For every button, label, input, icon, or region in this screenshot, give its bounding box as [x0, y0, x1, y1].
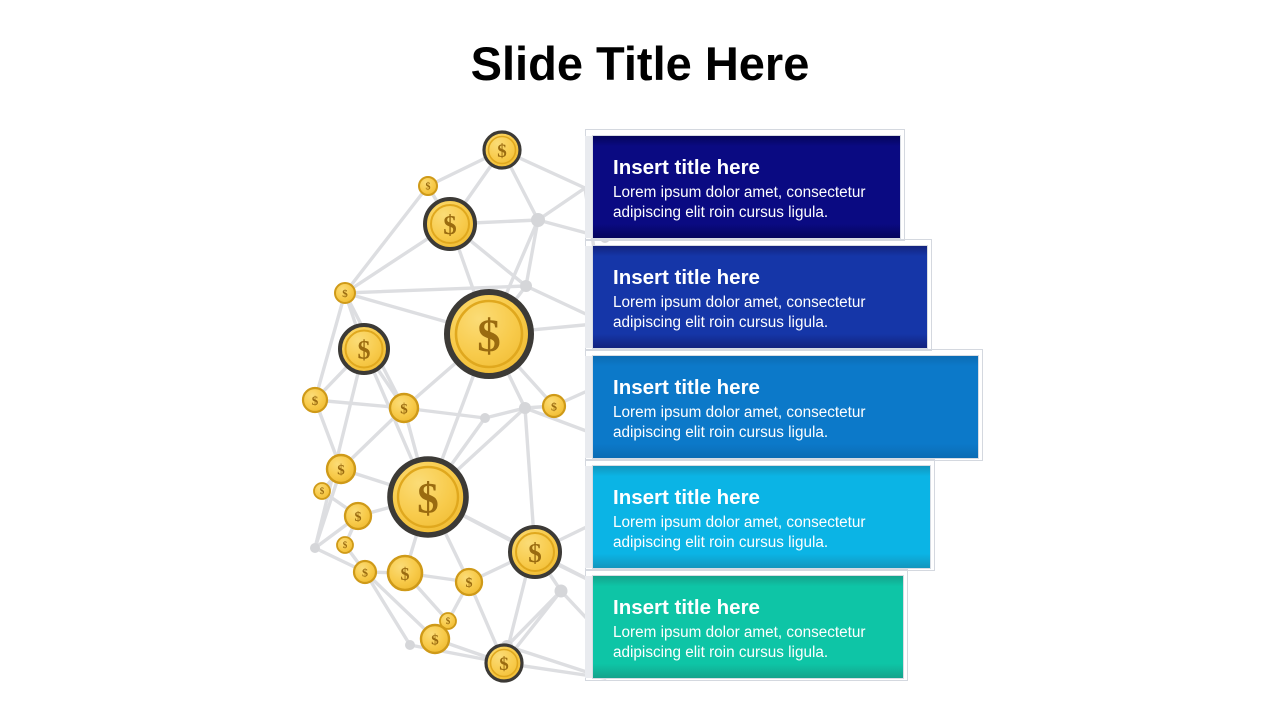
- svg-text:$: $: [343, 540, 348, 550]
- panel-body-2: Lorem ipsum dolor amet, consectetur adip…: [613, 293, 866, 331]
- coin-group: $ $ $ $ $ $ $ $ $ $ $ $ $ $ $: [301, 130, 567, 683]
- svg-text:$: $: [443, 210, 457, 240]
- svg-text:$: $: [358, 336, 371, 365]
- panel-title-3: Insert title here: [613, 376, 760, 399]
- svg-text:$: $: [499, 654, 509, 675]
- panel-title-4: Insert title here: [613, 486, 760, 509]
- svg-text:$: $: [466, 576, 473, 591]
- panel-body-5: Lorem ipsum dolor amet, consectetur adip…: [613, 623, 866, 661]
- svg-text:$: $: [431, 633, 439, 649]
- svg-text:$: $: [362, 565, 368, 579]
- panel-body-3: Lorem ipsum dolor amet, consectetur adip…: [613, 403, 866, 441]
- svg-text:$: $: [342, 288, 348, 300]
- panel-title-2: Insert title here: [613, 266, 760, 289]
- panel-shadow-strip-2: [585, 246, 593, 348]
- panel-title-1: Insert title here: [613, 156, 760, 179]
- panel-body-4: Lorem ipsum dolor amet, consectetur adip…: [613, 513, 866, 551]
- coin-network-graphic: $ $ $ $ $ $ $ $ $ $ $ $ $ $ $: [285, 118, 615, 690]
- panel-shadow-strip-5: [585, 576, 593, 678]
- svg-text:$: $: [401, 564, 410, 584]
- panel-shadow-strip-1: [585, 136, 593, 238]
- svg-text:$: $: [477, 310, 501, 362]
- svg-text:$: $: [446, 616, 451, 626]
- svg-text:$: $: [497, 141, 507, 162]
- svg-text:$: $: [417, 476, 439, 523]
- svg-text:$: $: [426, 182, 431, 193]
- content-panel-3[interactable]: Insert title here Lorem ipsum dolor amet…: [592, 355, 979, 459]
- panel-body-1: Lorem ipsum dolor amet, consectetur adip…: [613, 183, 866, 221]
- panel-shadow-strip-4: [585, 466, 593, 568]
- panel-shadow-strip-3: [585, 356, 593, 458]
- svg-text:$: $: [400, 402, 408, 418]
- content-panel-2[interactable]: Insert title here Lorem ipsum dolor amet…: [592, 245, 928, 349]
- svg-text:$: $: [551, 399, 557, 413]
- content-panel-4[interactable]: Insert title here Lorem ipsum dolor amet…: [592, 465, 931, 569]
- content-panel-5[interactable]: Insert title here Lorem ipsum dolor amet…: [592, 575, 904, 679]
- content-panel-1[interactable]: Insert title here Lorem ipsum dolor amet…: [592, 135, 901, 239]
- coin-small: $ $ $ $ $ $ $ $ $ $ $ $ $ $: [301, 176, 567, 655]
- panel-title-5: Insert title here: [613, 596, 760, 619]
- svg-text:$: $: [312, 393, 319, 408]
- svg-text:$: $: [528, 538, 542, 568]
- svg-text:$: $: [355, 510, 362, 525]
- coin-large: $ $ $ $: [338, 130, 562, 683]
- svg-text:$: $: [337, 463, 345, 479]
- svg-text:$: $: [320, 486, 325, 496]
- page-title: Slide Title Here: [470, 37, 810, 90]
